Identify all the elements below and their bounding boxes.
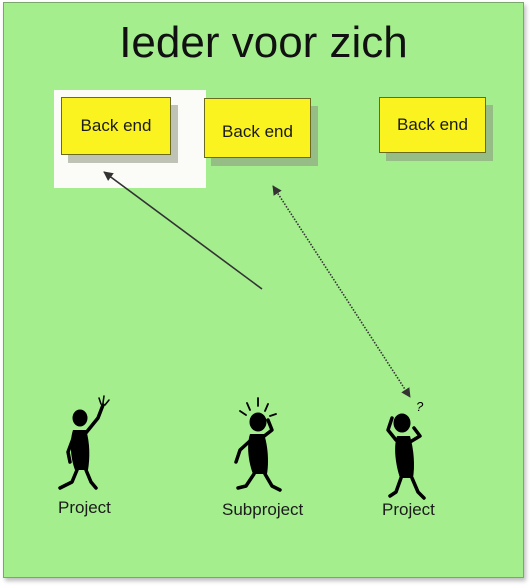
figure-1-label: Project [58,498,111,517]
back-end-box-3-label: Back end [397,115,468,134]
back-end-box-2: Back end [204,98,311,158]
figure-3-label: Project [382,500,435,519]
figure-2-label: Subproject [222,500,304,519]
back-end-box-3: Back end [379,97,486,153]
back-end-box-1: Back end [61,97,171,155]
slide-title: Ieder voor zich [119,18,408,67]
back-end-box-2-label: Back end [222,122,293,141]
slide: Ieder voor zich Back end Back end Back e… [3,2,524,578]
back-end-box-1-label: Back end [80,116,152,135]
